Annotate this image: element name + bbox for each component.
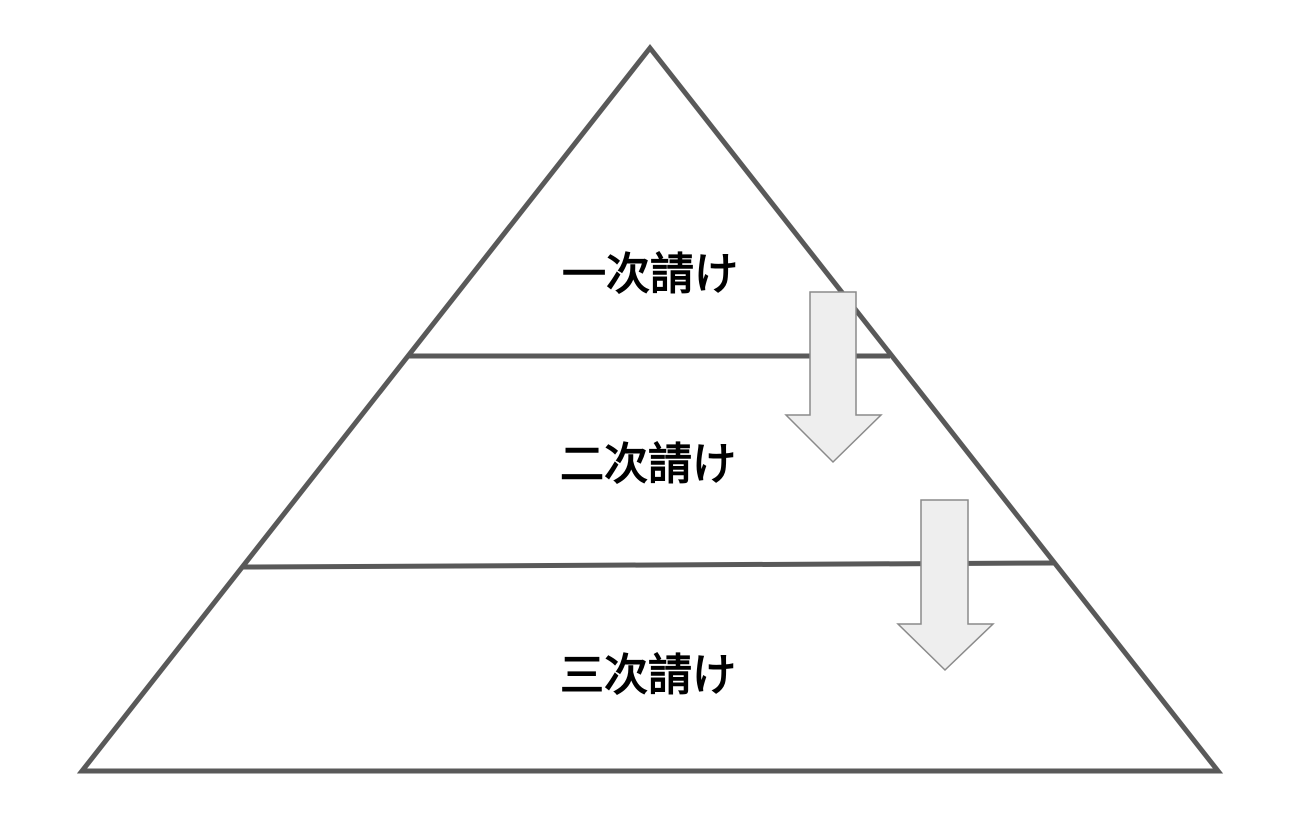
down-arrow-2 xyxy=(896,499,995,672)
tier-label-2: 二次請け xyxy=(560,439,736,490)
tier-divider-2 xyxy=(242,560,1055,570)
tier-label-3: 三次請け xyxy=(560,650,736,701)
down-arrow-1 xyxy=(784,291,883,464)
tier-label-1: 一次請け xyxy=(562,249,738,300)
